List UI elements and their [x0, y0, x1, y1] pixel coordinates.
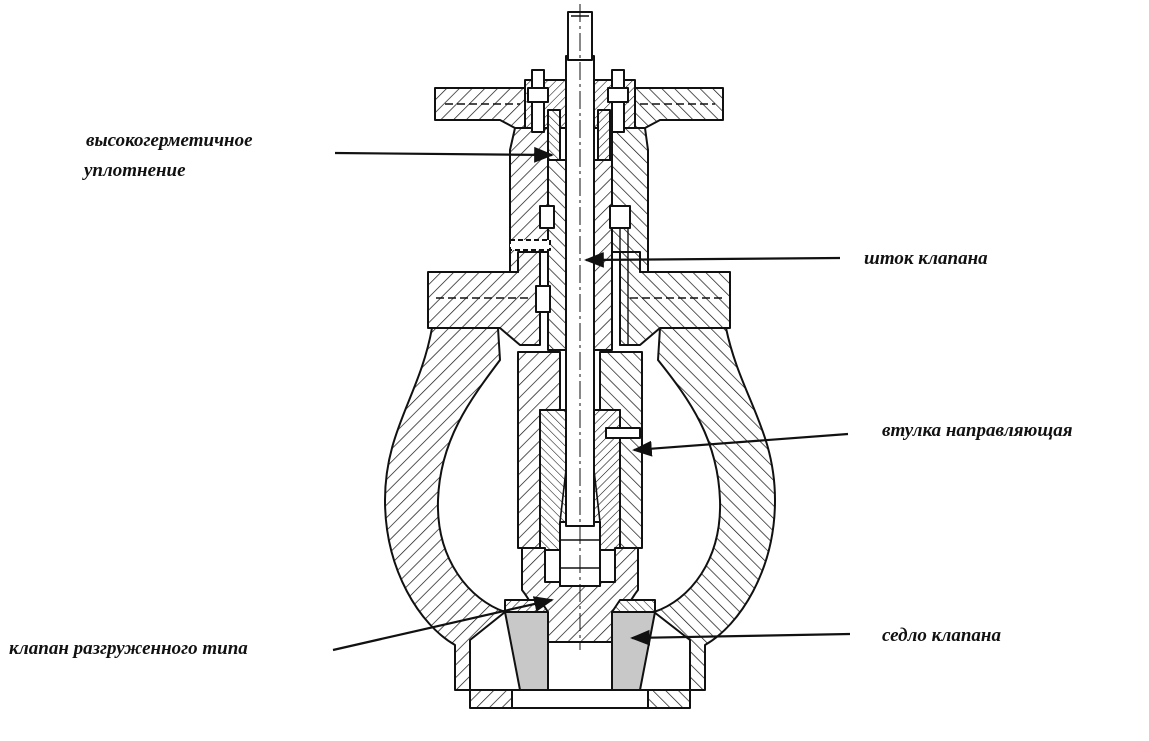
guide-pin — [605, 427, 641, 439]
body-left-wall — [384, 327, 513, 709]
label-seal-line2: уплотнение — [84, 160, 186, 181]
bonnet-inner-guide-left — [547, 159, 567, 351]
valve-seat-left — [504, 611, 549, 691]
body-right-wall — [647, 327, 776, 709]
label-unloaded-valve: клапан разгруженного типа — [9, 638, 248, 659]
packing-left — [547, 109, 561, 161]
label-stem: шток клапана — [864, 248, 988, 269]
bonnet-neck-right — [611, 127, 649, 273]
leader-seal — [334, 146, 554, 163]
label-seal-line1: высокогерметичное — [86, 130, 253, 151]
leader-seat — [630, 629, 851, 646]
top-flange-left — [434, 87, 526, 129]
guide-bush-left — [539, 409, 567, 551]
top-flange-right — [634, 87, 724, 129]
leader-guide-bush — [632, 432, 849, 457]
valve-seat-right — [611, 611, 656, 691]
leader-stem — [584, 251, 841, 268]
packing-right — [597, 109, 611, 161]
bonnet-inner-guide-right — [593, 159, 613, 351]
body-bottom-bore — [511, 689, 649, 709]
label-valve-seat: седло клапана — [882, 625, 1001, 646]
label-guide-bush: втулка направляющая — [882, 420, 1073, 441]
leader-unloaded-valve — [332, 596, 554, 652]
